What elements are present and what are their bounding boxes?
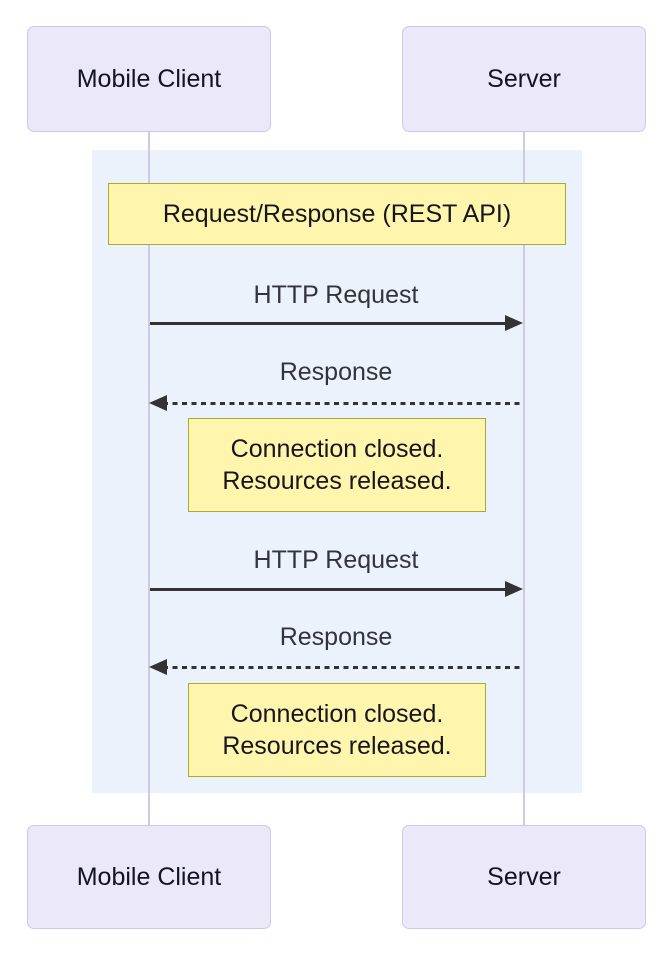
message-label-http-request-1: HTTP Request: [253, 281, 419, 309]
lifeline-server: [523, 132, 525, 825]
message-line-dashed-1: [163, 402, 523, 405]
actor-label: Mobile Client: [76, 862, 222, 891]
message-line-dashed-2: [163, 666, 523, 669]
message-line-solid-2: [150, 588, 507, 591]
arrowhead-right-icon: [505, 315, 523, 331]
actor-label: Server: [487, 862, 561, 891]
actor-label: Mobile Client: [76, 64, 222, 93]
note-connection-closed-1: Connection closed. Resources released.: [188, 418, 486, 512]
message-label-http-request-2: HTTP Request: [253, 546, 419, 574]
section-title-note: Request/Response (REST API): [108, 183, 566, 245]
note-line: Connection closed.: [230, 700, 444, 728]
message-label-response-1: Response: [279, 358, 393, 386]
note-line: Resources released.: [222, 467, 452, 495]
actor-bottom-server: Server: [402, 825, 646, 929]
actor-label: Server: [487, 64, 561, 93]
note-line: Resources released.: [222, 732, 452, 760]
section-title-label: Request/Response (REST API): [162, 199, 512, 228]
note-line: Connection closed.: [230, 435, 444, 463]
lifeline-mobile-client: [148, 132, 150, 825]
actor-bottom-mobile-client: Mobile Client: [27, 825, 271, 929]
arrowhead-right-icon: [505, 581, 523, 597]
arrowhead-left-icon: [149, 395, 167, 411]
actor-top-server: Server: [402, 26, 646, 132]
message-line-solid-1: [150, 322, 507, 325]
arrowhead-left-icon: [149, 659, 167, 675]
message-label-response-2: Response: [279, 623, 393, 651]
actor-top-mobile-client: Mobile Client: [27, 26, 271, 132]
note-connection-closed-2: Connection closed. Resources released.: [188, 683, 486, 777]
